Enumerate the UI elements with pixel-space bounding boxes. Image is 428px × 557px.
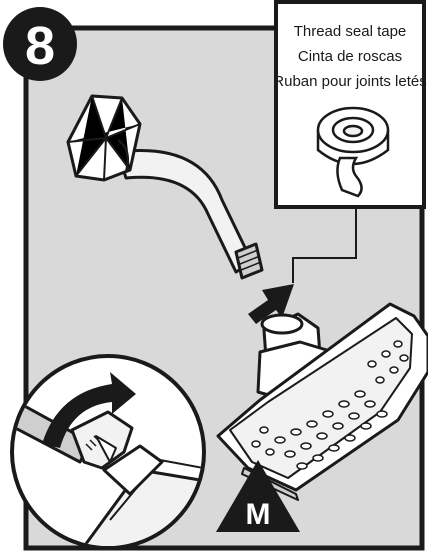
step-number: 8 [25,16,55,76]
callout-line-en: Thread seal tape [294,23,407,40]
callout-line-fr: Ruban pour joints letés [273,73,426,90]
part-marker-label: M [246,498,271,531]
step-badge: 8 [3,7,77,81]
callout-line-es: Cinta de roscas [298,48,402,65]
